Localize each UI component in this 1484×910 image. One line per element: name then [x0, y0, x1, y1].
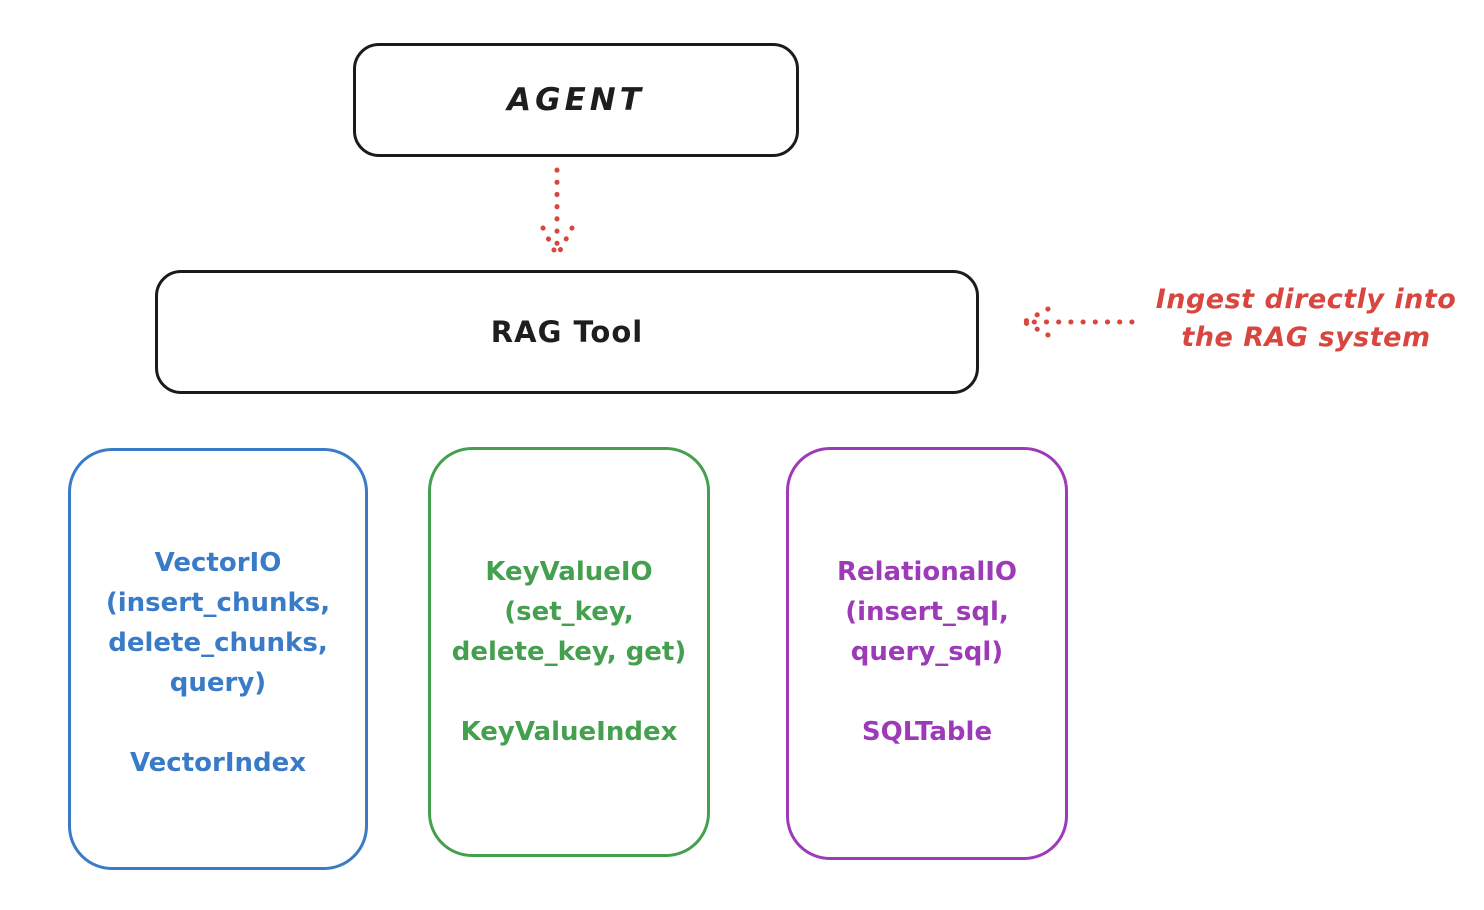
ragtool-node-label: RAG Tool: [490, 315, 644, 349]
vector-io-line: VectorIO: [154, 548, 282, 578]
ingest-annotation: Ingest directly into the RAG system: [1138, 281, 1474, 357]
relational-io-node: RelationalIO (insert_sql, query_sql) SQL…: [786, 447, 1068, 860]
vector-io-line: query): [169, 668, 267, 698]
agent-to-ragtool-arrow: [540, 167, 575, 259]
vector-io-node: VectorIO (insert_chunks, delete_chunks, …: [68, 448, 368, 870]
ingest-annotation-line2: the RAG system: [1181, 322, 1431, 353]
ragtool-node: RAG Tool: [155, 270, 979, 394]
keyvalue-io-line: (set_key,: [504, 597, 634, 627]
relational-io-line: (insert_sql,: [845, 597, 1009, 627]
agent-node: AGENT: [353, 43, 799, 157]
keyvalue-io-line: delete_key, get): [451, 637, 687, 667]
vector-io-line: delete_chunks,: [108, 628, 328, 658]
relational-io-line: RelationalIO: [836, 557, 1018, 587]
relational-io-line: query_sql): [850, 637, 1004, 667]
vector-io-index-label: VectorIndex: [129, 748, 307, 778]
ingest-annotation-arrow: [1021, 306, 1135, 338]
keyvalue-io-index-label: KeyValueIndex: [460, 717, 678, 747]
keyvalue-io-line: KeyValueIO: [485, 557, 653, 587]
keyvalue-io-node: KeyValueIO (set_key, delete_key, get) Ke…: [428, 447, 710, 857]
relational-io-table-label: SQLTable: [861, 717, 993, 747]
ingest-annotation-line1: Ingest directly into: [1155, 284, 1457, 315]
vector-io-line: (insert_chunks,: [105, 588, 331, 618]
agent-node-label: AGENT: [507, 82, 645, 118]
